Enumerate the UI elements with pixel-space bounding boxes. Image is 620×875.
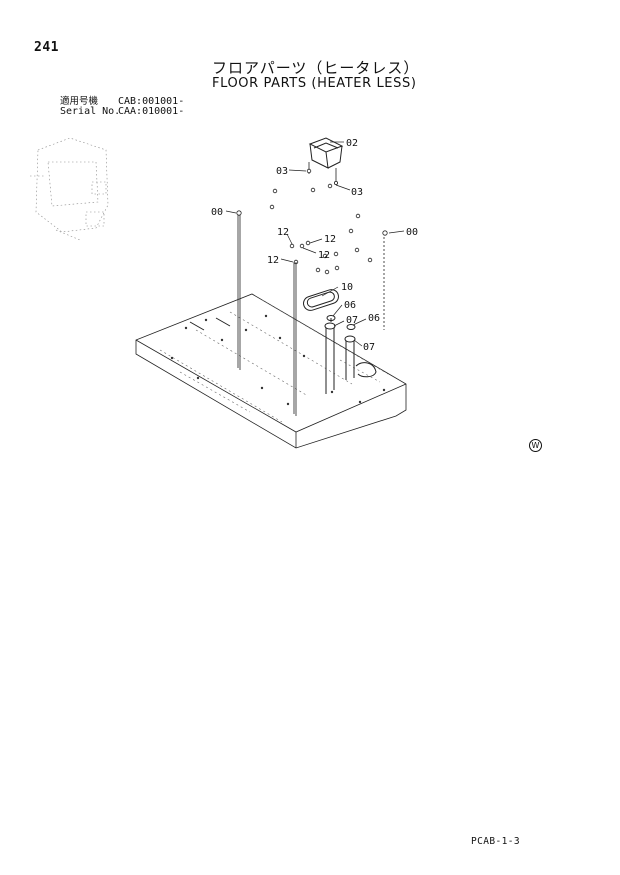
serial-label: Serial No. — [60, 106, 121, 117]
fasteners — [269, 183, 373, 275]
callout-12-b: 12 — [324, 234, 336, 245]
cap-06-left — [326, 315, 336, 322]
page-code: PCAB-1-3 — [471, 836, 520, 847]
applicability-line-serial: Serial No.CAA:010001- — [60, 106, 184, 117]
circled-w-marker: W — [529, 439, 542, 452]
applicability-label: 適用号機 — [60, 96, 99, 107]
page-number: 241 — [34, 40, 59, 55]
title-japanese: フロアパーツ（ヒータレス） — [212, 59, 420, 77]
callout-12-a: 12 — [277, 227, 289, 238]
callout-06-left: 06 — [344, 300, 356, 311]
callout-12-c: 12 — [318, 250, 330, 261]
callout-labels: 02 03 03 00 00 12 12 12 12 10 06 07 06 0… — [211, 138, 418, 353]
callout-02: 02 — [346, 138, 358, 149]
callout-07-right: 07 — [363, 342, 375, 353]
bolt-00-right — [382, 230, 388, 330]
applicability-line-cab: 適用号機 CAB:001001- — [60, 96, 184, 107]
callout-00-right: 00 — [406, 227, 418, 238]
title-english: FLOOR PARTS (HEATER LESS) — [212, 76, 417, 91]
callout-10: 10 — [341, 282, 353, 293]
callout-00-left: 00 — [211, 207, 223, 218]
screw-03-left — [306, 162, 312, 174]
bolt-12-long — [293, 262, 297, 416]
callout-03-right: 03 — [351, 187, 363, 198]
callout-06-right: 06 — [368, 313, 380, 324]
cap-06-right — [346, 324, 356, 330]
cap-07-right — [344, 335, 356, 380]
applicability-value: CAB:001001- — [118, 96, 185, 107]
bolt-00-left — [236, 210, 242, 370]
serial-value: CAA:010001- — [118, 106, 185, 117]
tray-part-02 — [308, 137, 344, 169]
cab-outline-sketch — [30, 137, 109, 241]
callout-12-d: 12 — [267, 255, 279, 266]
pad-part-10 — [303, 289, 339, 311]
callout-03-left: 03 — [276, 166, 288, 177]
floor-plate — [135, 293, 407, 449]
leader-lines — [225, 141, 405, 347]
screw-03-right — [333, 168, 338, 185]
cap-07-left — [324, 322, 336, 394]
callout-07-left: 07 — [346, 315, 358, 326]
